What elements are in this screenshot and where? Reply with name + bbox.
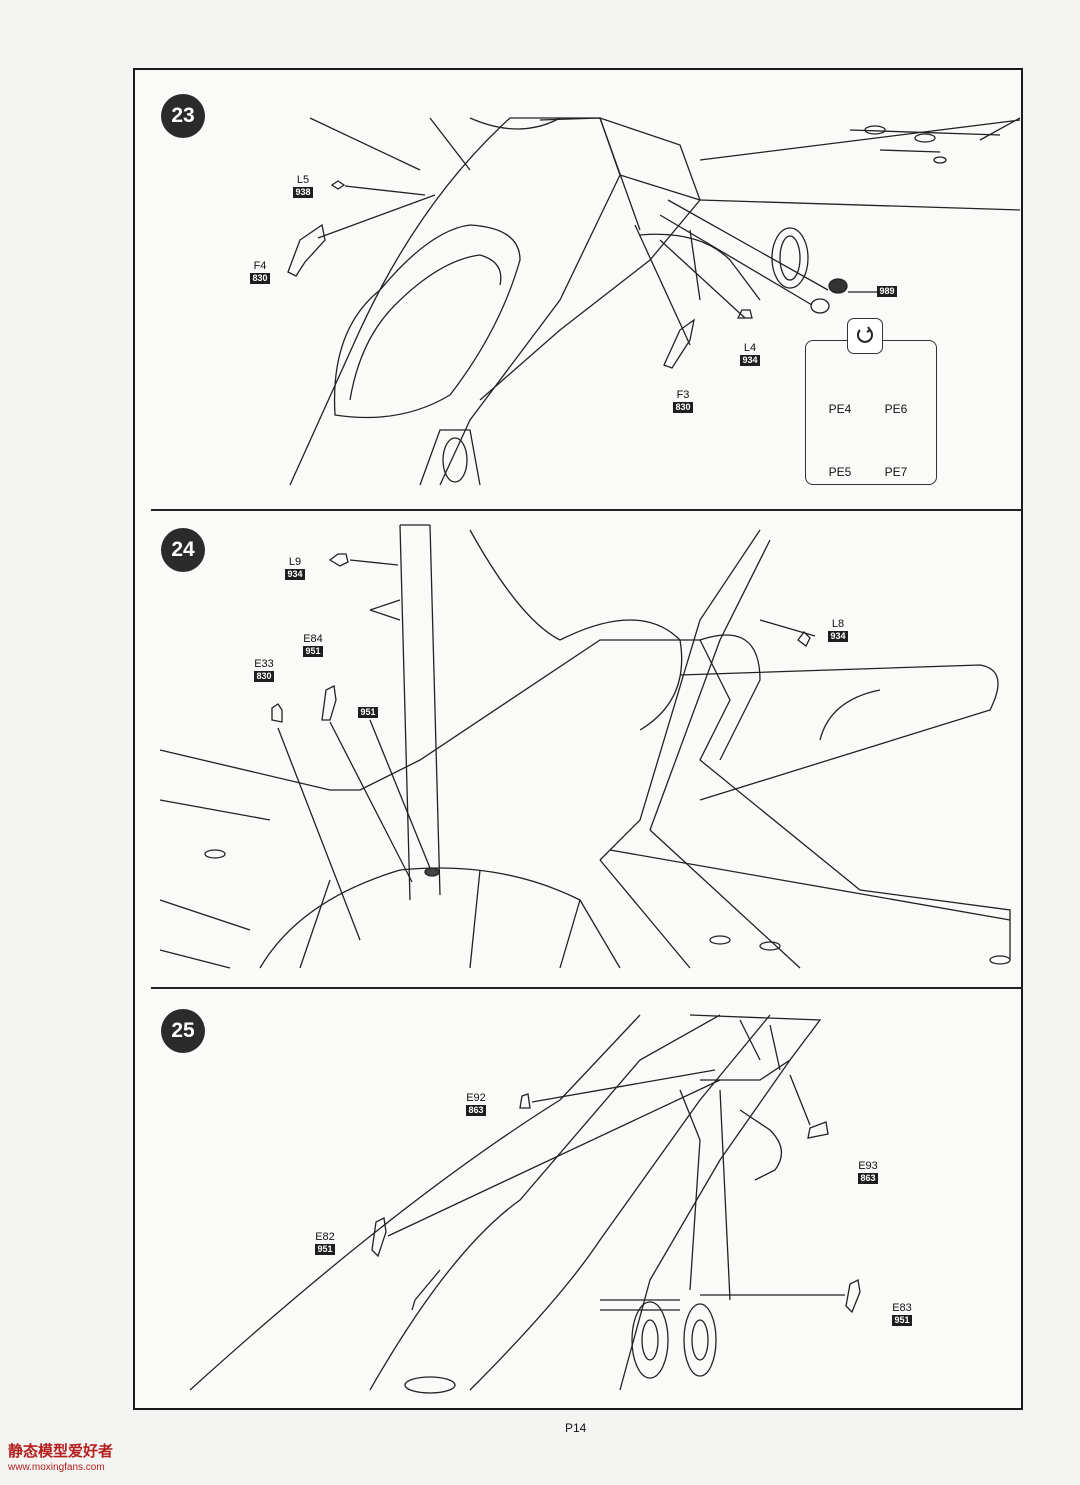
part-number: L4: [743, 342, 757, 354]
step-23-badge: 23: [161, 94, 205, 138]
part-label-l9: L9 934: [275, 556, 315, 580]
part-label-l8: L8 934: [818, 618, 858, 642]
part-number: E33: [254, 658, 274, 670]
part-number: E83: [892, 1302, 912, 1314]
paint-code-label-989: 989: [867, 285, 907, 297]
part-number: F4: [253, 260, 267, 272]
part-number: F3: [676, 389, 690, 401]
part-label-e93: E93 863: [848, 1160, 888, 1184]
page-number: P14: [565, 1421, 587, 1435]
step-divider-1: [151, 509, 1023, 511]
rotate-icon: [847, 318, 883, 354]
pe4-label: PE4: [828, 402, 852, 416]
paint-code: 830: [250, 273, 270, 284]
paint-code: 951: [315, 1244, 335, 1255]
paint-code: 951: [303, 646, 323, 657]
part-number: L8: [831, 618, 845, 630]
part-label-e92: E92 863: [456, 1092, 496, 1116]
paint-code-label-951: 951: [348, 706, 388, 718]
part-number: E82: [315, 1231, 335, 1243]
part-number: L5: [296, 174, 310, 186]
part-label-e84: E84 951: [293, 633, 333, 657]
paint-code: 830: [673, 402, 693, 413]
paint-code: 951: [892, 1315, 912, 1326]
paint-code: 934: [828, 631, 848, 642]
pe-callout-box: [805, 340, 937, 485]
part-label-e33: E33 830: [244, 658, 284, 682]
pe7-label: PE7: [884, 465, 908, 479]
part-label-e82: E82 951: [305, 1231, 345, 1255]
paint-code: 938: [293, 187, 313, 198]
step-25-badge: 25: [161, 1009, 205, 1053]
paint-code: 830: [254, 671, 274, 682]
part-number: L9: [288, 556, 302, 568]
step-24-badge: 24: [161, 528, 205, 572]
paint-code: 863: [466, 1105, 486, 1116]
part-number: E84: [303, 633, 323, 645]
part-number: E92: [466, 1092, 486, 1104]
pe5-label: PE5: [828, 465, 852, 479]
paint-code: 934: [740, 355, 760, 366]
part-label-e83: E83 951: [882, 1302, 922, 1326]
part-label-f4: F4 830: [240, 260, 280, 284]
part-label-f3: F3 830: [663, 389, 703, 413]
pe6-label: PE6: [884, 402, 908, 416]
paint-code: 934: [285, 569, 305, 580]
paint-code: 863: [858, 1173, 878, 1184]
step-divider-2: [151, 987, 1023, 989]
watermark-title: 静态模型爱好者: [8, 1442, 114, 1460]
part-label-l4: L4 934: [730, 342, 770, 366]
paint-code: 951: [358, 707, 378, 718]
part-label-l5: L5 938: [283, 174, 323, 198]
paint-code: 989: [877, 286, 897, 297]
watermark-url: www.moxingfans.com: [8, 1462, 105, 1473]
part-number: E93: [858, 1160, 878, 1172]
